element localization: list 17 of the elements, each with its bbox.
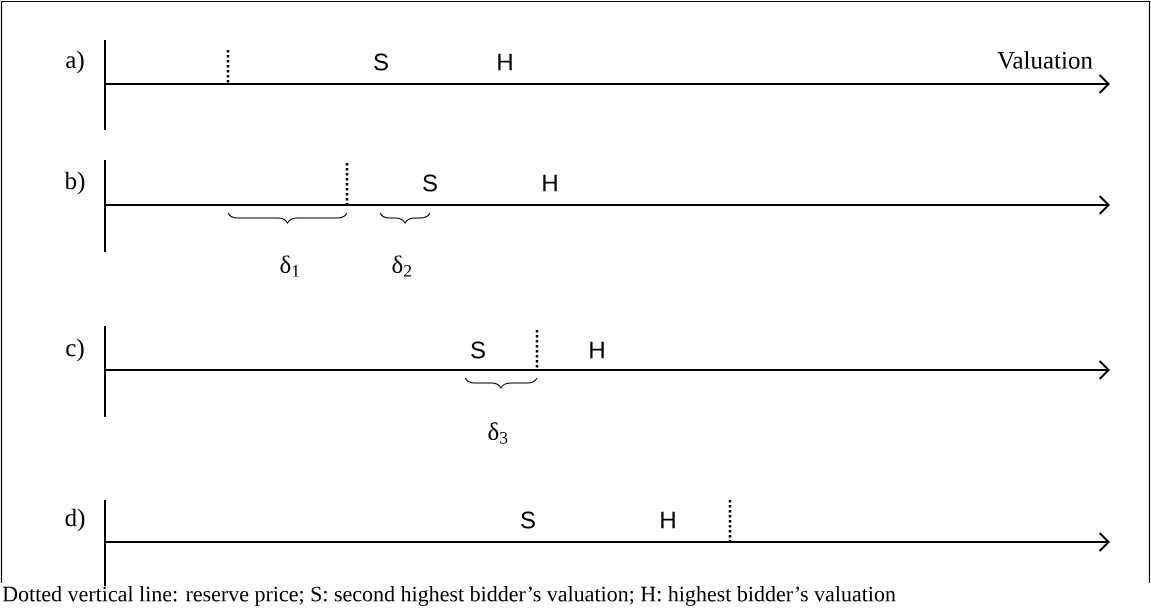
axis-letter: S — [374, 53, 388, 71]
brace-label: δ$_{1}$ — [280, 255, 299, 277]
axis-letter: H — [661, 511, 675, 529]
axis-title: Valuation — [997, 51, 1093, 69]
panel-letter: a) — [66, 50, 84, 74]
brace-label: δ$_{2}$ — [392, 255, 412, 277]
panel-letter: b) — [64, 171, 85, 195]
brace-label: δ$_{3}$ — [488, 422, 508, 444]
axis-letter: S — [521, 511, 535, 529]
panel-letter: d) — [65, 508, 85, 532]
axis-letter: H — [590, 341, 604, 359]
axis-letter: S — [471, 341, 485, 359]
caption: Dotted vertical line: reserve price; S: second highest bidder’s valuation; H: highest bidder’s valuation — [2, 586, 896, 606]
axis-letter: S — [423, 174, 437, 192]
axis-letter: H — [498, 53, 512, 71]
panel-letter: c) — [66, 338, 84, 362]
axis-letter: H — [543, 174, 557, 192]
